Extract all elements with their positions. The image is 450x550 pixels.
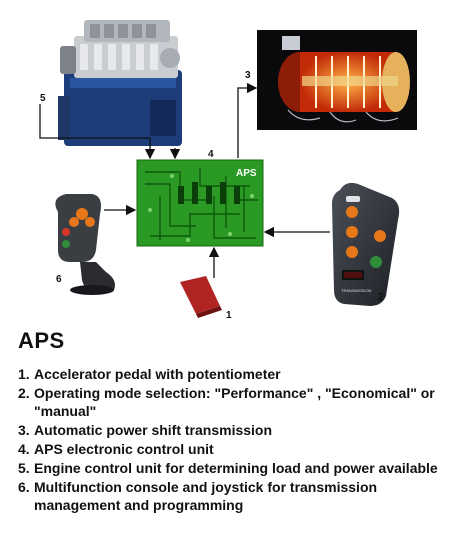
legend-item-text: APS electronic control unit [34, 441, 214, 457]
mode-selection-console-image: TRANSMISSION [332, 182, 400, 306]
legend-item: 1. Accelerator pedal with potentiometer [18, 365, 438, 383]
legend-item-number: 6. [18, 479, 30, 495]
callout-6: 6 [56, 274, 62, 285]
arrow-engine-to-ecu [39, 104, 156, 160]
legend-item-number: 5. [18, 460, 30, 476]
callout-2: 2 [378, 292, 384, 303]
legend-item-text: Accelerator pedal with potentiometer [34, 366, 281, 382]
ecu-label: APS [236, 168, 257, 179]
legend-item: 6. Multifunction console and joystick fo… [18, 478, 438, 514]
callout-4: 4 [208, 149, 214, 160]
joystick-button-red [62, 228, 70, 236]
joystick-button-orange-2 [69, 217, 79, 227]
legend-item-text: Operating mode selection: "Performance" … [34, 385, 435, 419]
accelerator-pedal-image [180, 276, 222, 318]
legend-item-text: Multifunction console and joystick for t… [34, 479, 378, 513]
legend-item-text: Engine control unit for determining load… [34, 460, 438, 476]
transmission-casing [278, 52, 410, 112]
console-button-2 [346, 226, 358, 238]
console-label: TRANSMISSION [341, 288, 372, 293]
ecu-board: APS [136, 159, 264, 247]
connector-arrows [39, 82, 330, 278]
joystick-button-green [62, 240, 70, 248]
legend-item: 3. Automatic power shift transmission [18, 421, 438, 439]
joystick-button-orange-1 [76, 208, 88, 220]
console-button-green [370, 256, 382, 268]
legend-item: 2. Operating mode selection: "Performanc… [18, 384, 438, 420]
legend-item: 4. APS electronic control unit [18, 440, 438, 458]
engine-image [58, 20, 182, 146]
callout-1: 1 [226, 310, 232, 321]
diagram-heading: APS [18, 328, 65, 353]
legend-item-text: Automatic power shift transmission [34, 422, 273, 438]
console-button-4 [374, 230, 386, 242]
legend-item-number: 1. [18, 366, 30, 382]
legend-item-number: 2. [18, 385, 30, 401]
aps-system-diagram: APS TRANSMISSION [39, 20, 417, 321]
callout-3: 3 [245, 70, 251, 81]
console-button-3 [346, 246, 358, 258]
joystick-button-orange-3 [85, 217, 95, 227]
transmission-image [257, 30, 417, 130]
console-button-1 [346, 206, 358, 218]
callout-5: 5 [40, 93, 46, 104]
legend-item: 5. Engine control unit for determining l… [18, 459, 438, 477]
joystick-image [55, 194, 115, 295]
legend-item-number: 4. [18, 441, 30, 457]
legend-list: 1. Accelerator pedal with potentiometer … [18, 365, 438, 515]
arrow-ecu-to-transmission [237, 82, 258, 158]
legend-item-number: 3. [18, 422, 30, 438]
